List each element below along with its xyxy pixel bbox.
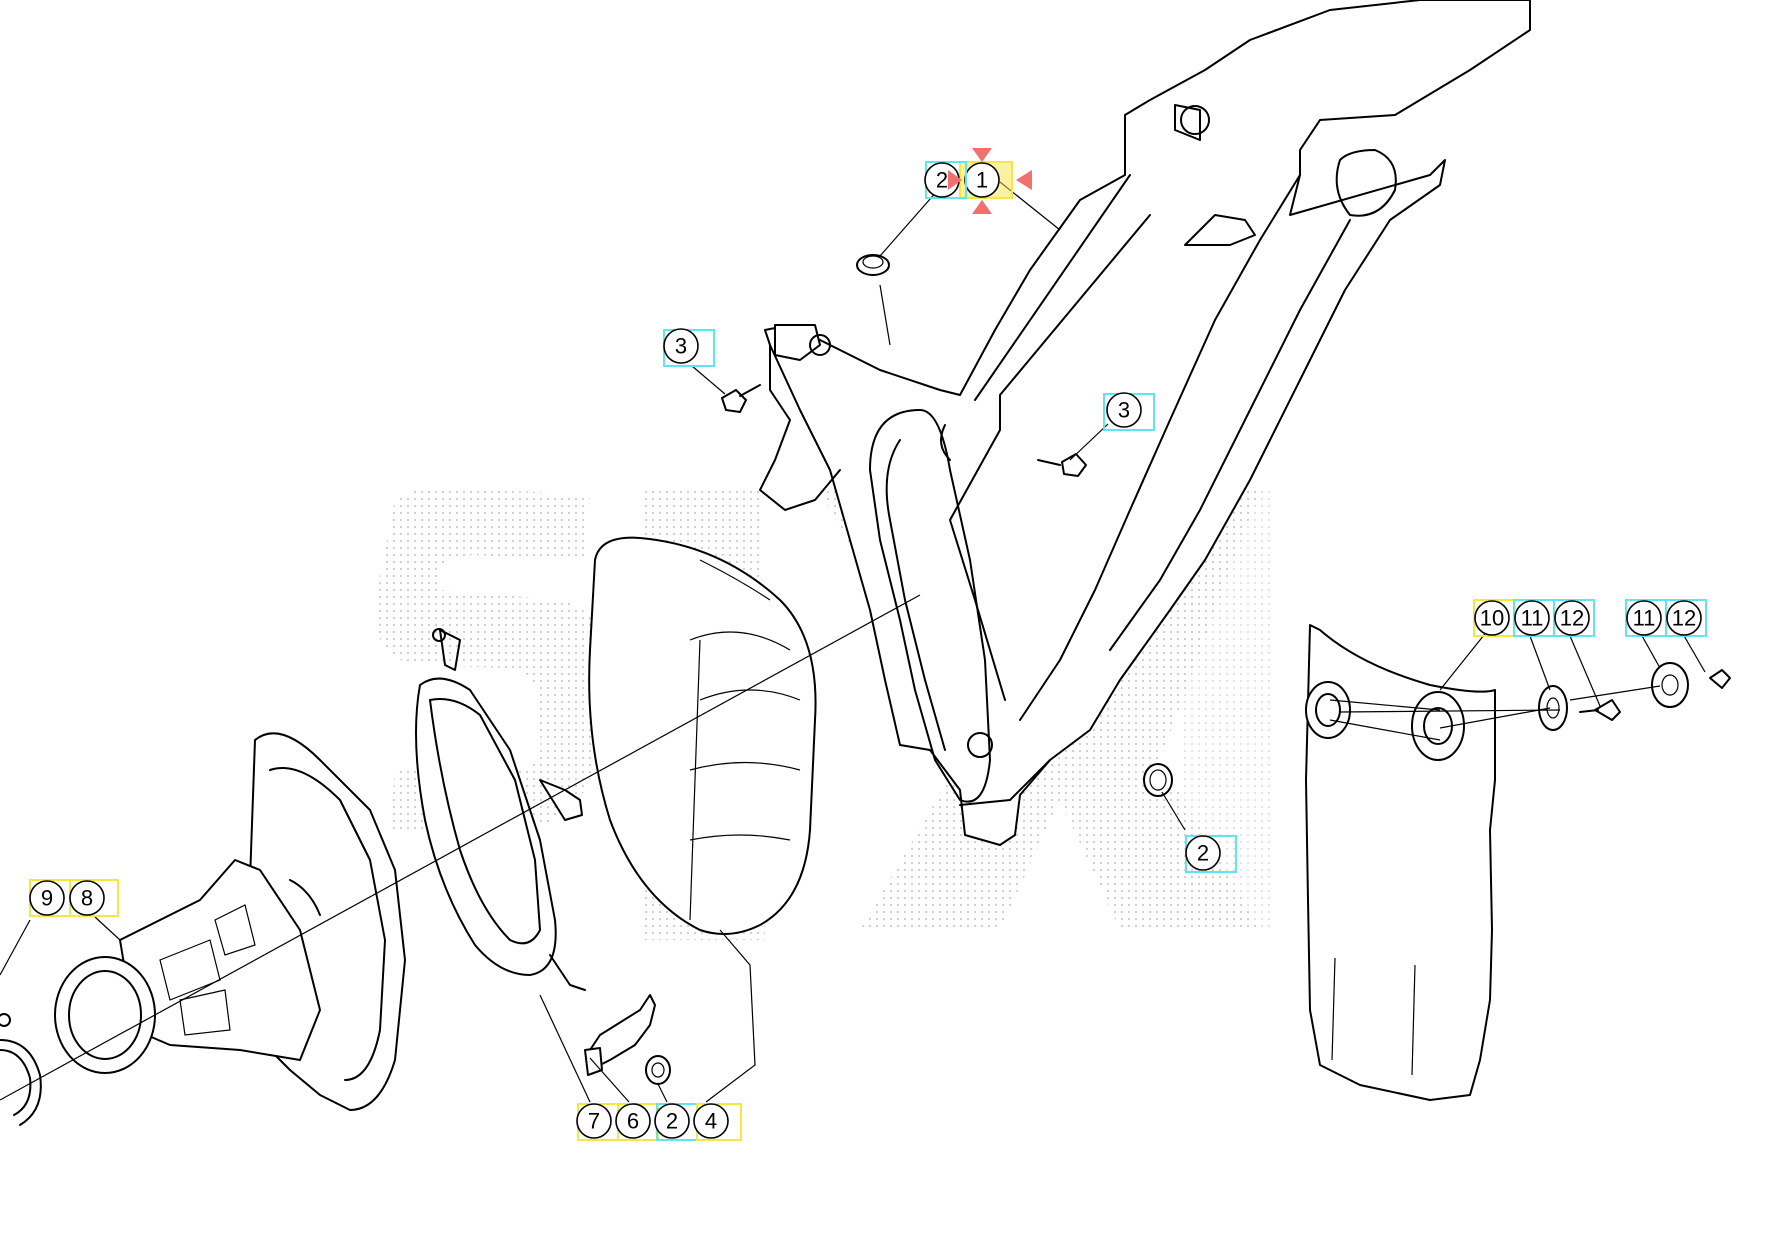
grommet-part-top[interactable] xyxy=(856,254,890,276)
side-cover-part[interactable] xyxy=(1305,624,1496,1101)
marker-arrow-bottom xyxy=(972,200,992,214)
callout-label: 11 xyxy=(1633,606,1656,631)
hose-clamp-part[interactable] xyxy=(0,1013,42,1126)
callout-6[interactable]: 6 xyxy=(615,1103,659,1141)
air-filter-part[interactable] xyxy=(588,536,817,935)
callout-label: 2 xyxy=(1197,841,1209,866)
callout-label: 12 xyxy=(1560,606,1584,631)
marker-arrow-right xyxy=(1016,170,1032,190)
callout-2-bottom[interactable]: 2 xyxy=(654,1103,698,1141)
callout-label: 11 xyxy=(1521,606,1544,631)
callout-label: 4 xyxy=(705,1109,717,1134)
callout-label: 7 xyxy=(588,1109,600,1134)
callout-12-b[interactable]: 12 xyxy=(1665,599,1707,637)
callout-12-a[interactable]: 12 xyxy=(1553,599,1595,637)
marker-arrow-top xyxy=(972,148,992,162)
callout-label: 1 xyxy=(976,168,988,193)
bolt-part-b[interactable] xyxy=(1709,669,1731,689)
screw-part-right[interactable] xyxy=(1037,453,1087,477)
callout-label: 3 xyxy=(1118,398,1130,423)
grommet-part-right[interactable] xyxy=(1143,763,1173,797)
screw-part-left[interactable] xyxy=(721,384,761,413)
callout-label: 2 xyxy=(666,1109,678,1134)
filter-cage-part[interactable] xyxy=(415,628,586,991)
bolt-part-a[interactable] xyxy=(1579,699,1621,721)
callout-10[interactable]: 10 xyxy=(1473,599,1515,637)
callout-label: 3 xyxy=(675,334,687,359)
callout-label: 6 xyxy=(627,1109,639,1134)
callout-label: 9 xyxy=(41,886,53,911)
callout-4[interactable]: 4 xyxy=(693,1103,742,1141)
assembly-lines xyxy=(0,284,1661,1101)
marker-arrow-left xyxy=(948,170,962,190)
callout-11-b[interactable]: 11 xyxy=(1625,599,1667,637)
callout-label: 8 xyxy=(81,886,93,911)
callout-8[interactable]: 8 xyxy=(69,879,119,917)
grommet-part-bottom[interactable] xyxy=(645,1055,671,1085)
callout-3-right[interactable]: 3 xyxy=(1103,392,1155,431)
intake-boot-part[interactable] xyxy=(54,732,406,1111)
washer-part-a[interactable] xyxy=(1538,685,1568,731)
callout-label: 2 xyxy=(936,168,948,193)
callouts: 1 2 3 3 2 10 11 xyxy=(29,161,1707,1141)
callout-3-left[interactable]: 3 xyxy=(663,328,715,367)
washer-part-b[interactable] xyxy=(1651,662,1689,708)
selection-marker xyxy=(948,148,1032,214)
callout-leaders xyxy=(0,181,1706,1103)
callout-9[interactable]: 9 xyxy=(29,879,71,917)
callout-7[interactable]: 7 xyxy=(576,1103,619,1141)
callout-2-right[interactable]: 2 xyxy=(1185,835,1237,873)
callout-1[interactable]: 1 xyxy=(959,161,1013,199)
callout-11-a[interactable]: 11 xyxy=(1513,599,1555,637)
callout-2-top[interactable]: 2 xyxy=(924,161,967,199)
callout-label: 12 xyxy=(1672,606,1696,631)
callout-label: 10 xyxy=(1480,606,1504,631)
clip-part[interactable] xyxy=(584,994,656,1076)
airbox-frame-part[interactable] xyxy=(759,0,1531,846)
